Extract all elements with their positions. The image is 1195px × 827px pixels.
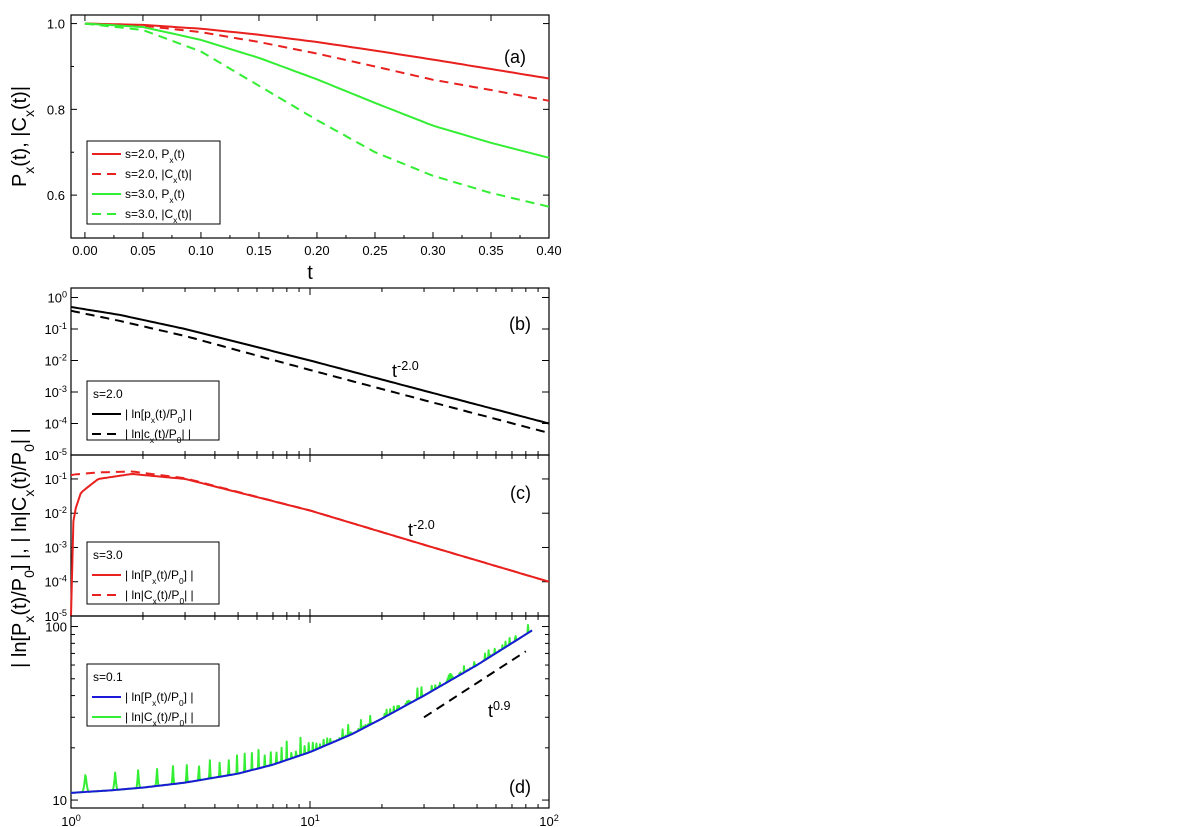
panel-d: 10100100101102t(d)t0.9s=0.1| ln[Px(t)/P0…	[45, 615, 559, 827]
slope-annotation-c: t-2.0	[408, 518, 435, 540]
legend-box	[86, 380, 220, 441]
panel-label-b: (b)	[509, 314, 531, 334]
series-line-0	[70, 306, 550, 425]
x-tick-label-a: 0.00	[72, 243, 97, 258]
x-tick-label-a: 0.35	[478, 243, 503, 258]
series-line-2	[423, 650, 527, 719]
legend-box	[86, 541, 220, 605]
y-tick-label-c: 10-4	[44, 574, 67, 590]
legend: s=2.0| ln[px(t)/P0] | | ln|cx(t)/P0| |	[86, 380, 220, 445]
series-line-0	[70, 629, 533, 794]
series-line-3	[84, 22, 550, 208]
series-line-2	[84, 22, 550, 159]
legend-entry-3: s=3.0, |Cx(t)|	[125, 207, 192, 225]
legend-title: s=2.0	[93, 387, 123, 401]
x-tick-label-a: 0.30	[420, 243, 445, 258]
y-axis-title-shared: | ln[Px(t)/P0] |, | ln|Cx(t)/P0| |	[9, 428, 37, 668]
slope-annotation-b: t-2.0	[392, 359, 419, 381]
y-tick-label-b: 100	[47, 289, 67, 305]
legend-entry-1: | ln|Cx(t)/P0| |	[125, 588, 194, 606]
y-tick-label-b: 10-5	[44, 447, 67, 463]
panel-label-a: (a)	[504, 47, 526, 67]
legend-entry-1: s=2.0, |Cx(t)|	[125, 167, 192, 185]
legend-box	[86, 663, 220, 727]
x-tick-label-d: 101	[300, 813, 320, 827]
y-tick-label-d: 100	[45, 620, 67, 635]
x-axis-title-a: t	[307, 262, 313, 284]
legend: s=2.0, Px(t) s=2.0, |Cx(t)| s=3.0, Px(t) s=…	[86, 140, 221, 225]
x-tick-label-a: 0.20	[304, 243, 329, 258]
legend: s=3.0| ln[Px(t)/P0] | | ln|Cx(t)/P0| |	[86, 541, 220, 606]
panel-c: 10-1 10-2 10-3 10-4 10-5 (c) t-2.0 s=3.0| ln[Px…	[44, 454, 550, 624]
legend: s=0.1| ln[Px(t)/P0] | | ln|Cx(t)/P0| |	[86, 663, 220, 728]
series-line-1	[70, 309, 550, 434]
legend-title: s=3.0	[93, 548, 123, 562]
x-tick-label-d: 102	[539, 813, 559, 827]
shared-labels: | ln[Px(t)/P0] |, | ln|Cx(t)/P0| |	[9, 428, 37, 668]
x-tick-label-a: 0.10	[188, 243, 213, 258]
series-line-1	[84, 22, 550, 102]
plot-frame-a	[70, 14, 550, 239]
y-tick-label-b: 10-3	[44, 384, 67, 400]
x-tick-label-a: 0.15	[246, 243, 271, 258]
y-tick-label-c: 10-5	[44, 608, 67, 624]
y-tick-label-a: 1.0	[47, 17, 65, 32]
y-tick-label-b: 10-4	[44, 415, 67, 431]
series-line-1	[70, 470, 550, 583]
x-tick-label-a: 0.40	[536, 243, 561, 258]
legend-entry-0: | ln[Px(t)/P0] |	[125, 568, 193, 586]
y-tick-label-b: 10-2	[44, 352, 67, 368]
y-tick-label-c: 10-3	[44, 539, 67, 555]
series-line-0	[84, 22, 550, 80]
panel-label-d: (d)	[509, 777, 531, 797]
legend-entry-1: | ln|cx(t)/P0| |	[125, 427, 191, 445]
legend-entry-0: | ln[px(t)/P0] |	[125, 407, 192, 425]
x-tick-label-a: 0.25	[362, 243, 387, 258]
y-tick-label-b: 10-1	[44, 321, 67, 337]
legend-entry-0: s=2.0, Px(t)	[125, 147, 185, 165]
y-tick-label-c: 10-2	[44, 505, 67, 521]
legend-entry-0: | ln[Px(t)/P0] |	[125, 690, 193, 708]
x-tick-label-a: 0.05	[130, 243, 155, 258]
x-tick-label-d: 100	[61, 813, 81, 827]
y-tick-label-a: 0.6	[47, 188, 65, 203]
y-axis-title-a: Px(t), |Cx(t)|	[9, 86, 37, 187]
legend-title: s=0.1	[93, 670, 123, 684]
y-tick-label-d: 10	[53, 793, 67, 808]
legend-entry-2: s=3.0, Px(t)	[125, 187, 185, 205]
y-tick-label-a: 0.8	[47, 102, 65, 117]
y-tick-label-c: 10-1	[44, 471, 67, 487]
legend-entry-1: | ln|Cx(t)/P0| |	[125, 710, 194, 728]
panel-a: 0.00 0.05 0.10 0.15 0.20 0.25 0.30 0.35 0.40 0.6 0…	[9, 14, 562, 284]
panel-label-c: (c)	[510, 483, 531, 503]
slope-annotation-d: t0.9	[488, 699, 511, 721]
